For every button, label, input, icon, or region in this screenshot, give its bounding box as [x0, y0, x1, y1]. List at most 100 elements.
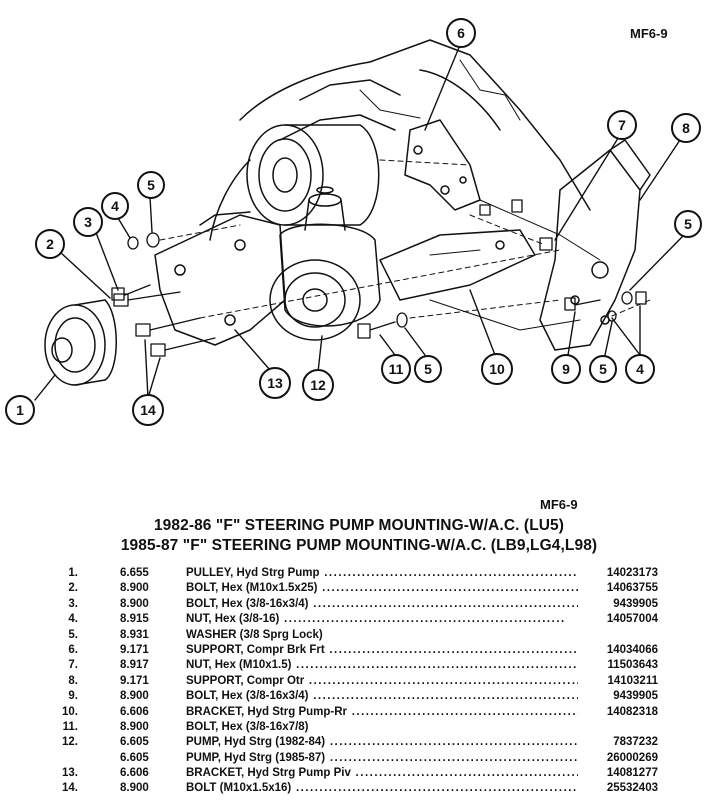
callouts: 1 2 3 4 5 6 7 8 5 9 5 4 10 11 5 12 13 14	[5, 18, 702, 426]
callout-14: 14	[132, 394, 164, 426]
part-number-index: 10.	[62, 705, 78, 718]
part-group-code: 8.900	[120, 597, 149, 610]
part-description: BRACKET, Hyd Strg Pump Piv	[186, 767, 351, 780]
caption-title-2: 1985-87 "F" STEERING PUMP MOUNTING-W/A.C…	[120, 537, 598, 554]
part-group-code: 8.931	[120, 628, 149, 641]
part-group-code: 9.171	[120, 643, 149, 656]
pivot-bracket	[154, 211, 286, 346]
engine-outline	[209, 39, 601, 331]
part-group-code: 8.915	[120, 613, 149, 626]
parts-list-row: 5. 8.931 WASHER (3/8 Sprg Lock)	[58, 628, 658, 643]
part-number: 25532403	[606, 782, 658, 795]
svg-text:6: 6	[457, 25, 465, 41]
svg-text:4: 4	[111, 198, 119, 214]
svg-text:5: 5	[147, 177, 155, 193]
parts-list-row: 6. 9.171 SUPPORT, Compr Brk Frt ..........…	[58, 643, 658, 658]
part-description: BOLT, Hex (M10x1.5x25)	[186, 582, 318, 595]
svg-text:12: 12	[310, 377, 326, 393]
part-group-code: 6.606	[120, 767, 149, 780]
figure-code-caption: MF6-9	[540, 497, 578, 512]
part-description-cell: BOLT, Hex (3/8-16x7/8)	[186, 720, 578, 735]
rear-bracket	[379, 229, 536, 301]
part-number: 14023173	[606, 567, 658, 579]
part-description: BRACKET, Hyd Strg Pump-Rr	[186, 705, 348, 718]
part-number-index: 11.	[62, 720, 78, 733]
svg-text:3: 3	[84, 214, 92, 230]
part-number-index: 4.	[68, 613, 78, 626]
part-description-cell: SUPPORT, Compr Brk Frt .................…	[186, 643, 578, 658]
part-description-cell: SUPPORT, Compr Otr .....................…	[186, 674, 578, 689]
callout-3: 3	[73, 207, 103, 237]
leader-lines	[34, 44, 683, 401]
part-number: 9439905	[613, 597, 658, 610]
part-description-cell: BRACKET, Hyd Strg Pump-Rr ..............…	[186, 705, 578, 720]
part-description: BOLT, Hex (3/8-16x3/4)	[186, 597, 309, 610]
leader-dots: ........................................…	[329, 643, 578, 656]
part-description-cell: WASHER (3/8 Sprg Lock)	[186, 628, 578, 643]
leader-dots: ........................................…	[319, 567, 578, 579]
part-description-cell: PULLEY, Hyd Strg Pump ..................…	[186, 566, 578, 581]
caption-title-1: 1982-86 "F" STEERING PUMP MOUNTING-W/A.C…	[153, 517, 565, 534]
part-description-cell: BOLT, Hex (3/8-16x3/4) .................…	[186, 689, 578, 704]
part-description: PUMP, Hyd Strg (1982-84)	[186, 736, 326, 749]
part-group-code: 8.900	[120, 720, 149, 733]
callout-11: 11	[381, 354, 411, 384]
part-group-code: 8.917	[120, 659, 149, 672]
part-number-index: 14.	[62, 782, 78, 795]
leader-dots: ........................................…	[317, 582, 578, 595]
part-group-code: 6.655	[120, 567, 149, 579]
part-number-index: 9.	[68, 690, 78, 703]
callout-5b: 5	[674, 210, 702, 238]
part-description: SUPPORT, Compr Brk Frt	[186, 643, 325, 656]
part-description: BOLT (M10x1.5x16)	[186, 782, 292, 795]
pulley	[44, 299, 117, 386]
part-number-index: 8.	[68, 674, 78, 687]
part-description-cell: NUT, Hex (M10x1.5) .....................…	[186, 658, 578, 673]
svg-text:5: 5	[424, 361, 432, 377]
part-number-index: 3.	[68, 597, 78, 610]
part-number-index: 6.	[68, 643, 78, 656]
part-number: 26000269	[606, 751, 658, 764]
part-number-index: 1.	[68, 567, 78, 579]
part-description-cell: PUMP, Hyd Strg (1982-84) ...............…	[186, 735, 578, 750]
leader-dots: ........................................…	[279, 613, 566, 626]
leader-dots: ........................................…	[329, 736, 578, 749]
part-number: 14057004	[606, 613, 658, 626]
part-group-code: 8.900	[120, 582, 149, 595]
part-number: 11503643	[607, 659, 658, 672]
leader-dots: ........................................…	[308, 597, 578, 610]
part-number-index: 13.	[62, 767, 78, 780]
part-description: PULLEY, Hyd Strg Pump	[186, 567, 320, 579]
leader-dots: ........................................…	[291, 659, 578, 672]
caption-titles: 1982-86 "F" STEERING PUMP MOUNTING-W/A.C…	[0, 516, 718, 556]
callout-8: 8	[671, 113, 701, 143]
part-number-index: 7.	[68, 659, 78, 672]
parts-list-row: 1. 6.655 PULLEY, Hyd Strg Pump ...........…	[58, 566, 658, 581]
part-description: BOLT, Hex (3/8-16x7/8)	[186, 720, 309, 733]
support-front-bracket	[404, 119, 481, 211]
svg-text:8: 8	[682, 120, 690, 136]
svg-text:9: 9	[562, 361, 570, 377]
parts-list-row: 13. 6.606 BRACKET, Hyd Strg Pump Piv .....…	[58, 766, 658, 781]
part-description: SUPPORT, Compr Otr	[186, 674, 305, 687]
part-description-cell: BRACKET, Hyd Strg Pump Piv .............…	[186, 766, 578, 781]
compressor	[246, 124, 380, 226]
part-number: 7837232	[613, 736, 658, 749]
part-description: WASHER (3/8 Sprg Lock)	[186, 628, 323, 641]
callout-5: 5	[137, 171, 165, 199]
part-number-index: 5.	[68, 628, 78, 641]
part-description-cell: BOLT, Hex (3/8-16x3/4) .................…	[186, 597, 578, 612]
parts-list-row: 7. 8.917 NUT, Hex (M10x1.5) ..............…	[58, 658, 658, 673]
callout-7: 7	[607, 110, 637, 140]
part-number-index: 2.	[68, 582, 78, 595]
svg-text:7: 7	[618, 117, 626, 133]
part-number: 9439905	[613, 690, 658, 703]
parts-list-row: 3. 8.900 BOLT, Hex (3/8-16x3/4) ..........…	[58, 597, 658, 612]
callout-1: 1	[5, 395, 35, 425]
callout-10: 10	[481, 353, 513, 385]
